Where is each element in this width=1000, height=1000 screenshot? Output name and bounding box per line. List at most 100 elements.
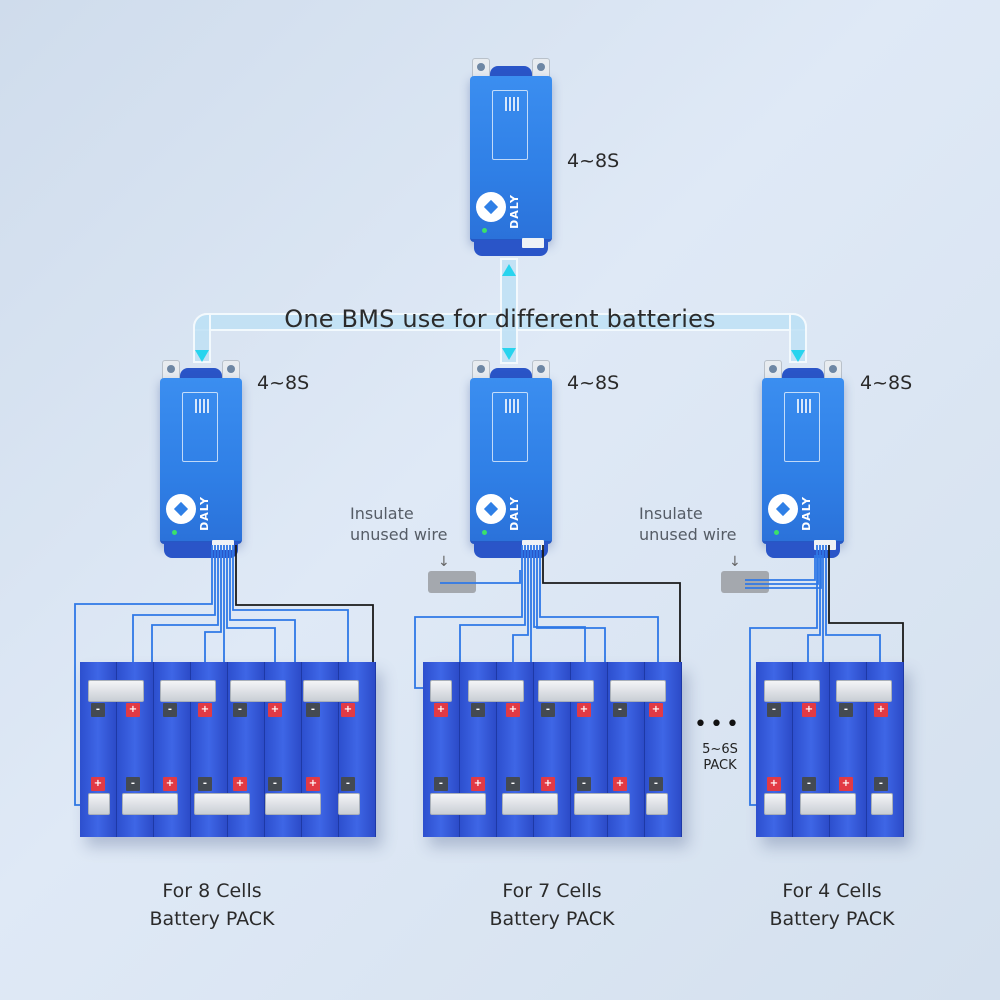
bms-range-label: 4~8S bbox=[567, 372, 620, 394]
negative-terminal: - bbox=[767, 703, 781, 717]
busbar bbox=[88, 793, 110, 815]
busbar bbox=[430, 680, 452, 702]
negative-terminal: - bbox=[306, 703, 320, 717]
busbar bbox=[764, 680, 820, 702]
balance-port bbox=[522, 540, 544, 550]
positive-terminal: + bbox=[126, 703, 140, 717]
balance-port bbox=[522, 238, 544, 248]
qr-code-icon bbox=[797, 399, 811, 413]
arrow-down-icon bbox=[195, 350, 209, 362]
negative-terminal: - bbox=[874, 777, 888, 791]
busbar bbox=[468, 680, 524, 702]
daly-logo-icon bbox=[476, 494, 506, 524]
ellipsis-dots: ••• bbox=[694, 712, 742, 737]
qr-code-icon bbox=[195, 399, 209, 413]
busbar bbox=[538, 680, 594, 702]
positive-terminal: + bbox=[268, 703, 282, 717]
negative-terminal: - bbox=[577, 777, 591, 791]
bms-top: DALY bbox=[470, 58, 552, 258]
ellipsis-note: 5~6S PACK bbox=[702, 742, 738, 773]
busbar bbox=[122, 793, 178, 815]
positive-terminal: + bbox=[341, 703, 355, 717]
busbar bbox=[88, 680, 144, 702]
negative-terminal: - bbox=[649, 777, 663, 791]
busbar bbox=[610, 680, 666, 702]
negative-terminal: - bbox=[198, 777, 212, 791]
negative-terminal: - bbox=[506, 777, 520, 791]
positive-terminal: + bbox=[434, 703, 448, 717]
busbar bbox=[574, 793, 630, 815]
bms-right: DALY bbox=[762, 360, 844, 560]
daly-logo-icon bbox=[166, 494, 196, 524]
balance-port bbox=[814, 540, 836, 550]
status-led bbox=[482, 530, 487, 535]
qr-code-icon bbox=[505, 97, 519, 111]
arrow-up-icon bbox=[502, 264, 516, 276]
balance-port bbox=[212, 540, 234, 550]
spec-label bbox=[182, 392, 218, 462]
busbar bbox=[338, 793, 360, 815]
busbar bbox=[265, 793, 321, 815]
positive-terminal: + bbox=[306, 777, 320, 791]
negative-terminal: - bbox=[163, 703, 177, 717]
spec-label bbox=[784, 392, 820, 462]
status-led bbox=[482, 228, 487, 233]
busbar bbox=[646, 793, 668, 815]
positive-terminal: + bbox=[874, 703, 888, 717]
daly-logo-icon bbox=[768, 494, 798, 524]
negative-terminal: - bbox=[268, 777, 282, 791]
negative-terminal: - bbox=[434, 777, 448, 791]
positive-terminal: + bbox=[233, 777, 247, 791]
negative-terminal: - bbox=[802, 777, 816, 791]
busbar bbox=[230, 680, 286, 702]
negative-terminal: - bbox=[233, 703, 247, 717]
daly-logo-icon bbox=[476, 192, 506, 222]
insulated-wire-cap bbox=[428, 571, 476, 593]
negative-terminal: - bbox=[91, 703, 105, 717]
spec-label bbox=[492, 90, 528, 160]
negative-terminal: - bbox=[613, 703, 627, 717]
positive-terminal: + bbox=[198, 703, 212, 717]
positive-terminal: + bbox=[577, 703, 591, 717]
pack-caption-8: For 8 Cells Battery PACK bbox=[149, 880, 275, 930]
spec-label bbox=[492, 392, 528, 462]
negative-terminal: - bbox=[126, 777, 140, 791]
positive-terminal: + bbox=[649, 703, 663, 717]
busbar bbox=[430, 793, 486, 815]
arrow-down-icon bbox=[791, 350, 805, 362]
bms-left: DALY bbox=[160, 360, 242, 560]
positive-terminal: + bbox=[163, 777, 177, 791]
busbar bbox=[160, 680, 216, 702]
positive-terminal: + bbox=[541, 777, 555, 791]
qr-code-icon bbox=[505, 399, 519, 413]
insulate-note: Insulate unused wire bbox=[639, 504, 737, 544]
negative-terminal: - bbox=[541, 703, 555, 717]
connector-pipe-center bbox=[500, 258, 518, 364]
status-led bbox=[172, 530, 177, 535]
busbar bbox=[194, 793, 250, 815]
positive-terminal: + bbox=[91, 777, 105, 791]
headline: One BMS use for different batteries bbox=[284, 305, 716, 333]
positive-terminal: + bbox=[767, 777, 781, 791]
positive-terminal: + bbox=[506, 703, 520, 717]
arrow-down-icon bbox=[502, 348, 516, 360]
negative-terminal: - bbox=[839, 703, 853, 717]
bms-range-label: 4~8S bbox=[567, 150, 620, 172]
busbar bbox=[303, 680, 359, 702]
busbar bbox=[764, 793, 786, 815]
insulate-note: Insulate unused wire bbox=[350, 504, 448, 544]
negative-terminal: - bbox=[341, 777, 355, 791]
pack-caption-7: For 7 Cells Battery PACK bbox=[489, 880, 615, 930]
bms-center: DALY bbox=[470, 360, 552, 560]
busbar bbox=[502, 793, 558, 815]
positive-terminal: + bbox=[839, 777, 853, 791]
positive-terminal: + bbox=[802, 703, 816, 717]
bms-range-label: 4~8S bbox=[257, 372, 310, 394]
positive-terminal: + bbox=[471, 777, 485, 791]
status-led bbox=[774, 530, 779, 535]
busbar bbox=[800, 793, 856, 815]
negative-terminal: - bbox=[471, 703, 485, 717]
busbar bbox=[836, 680, 892, 702]
arrow-down-icon: ↓ bbox=[438, 554, 450, 570]
